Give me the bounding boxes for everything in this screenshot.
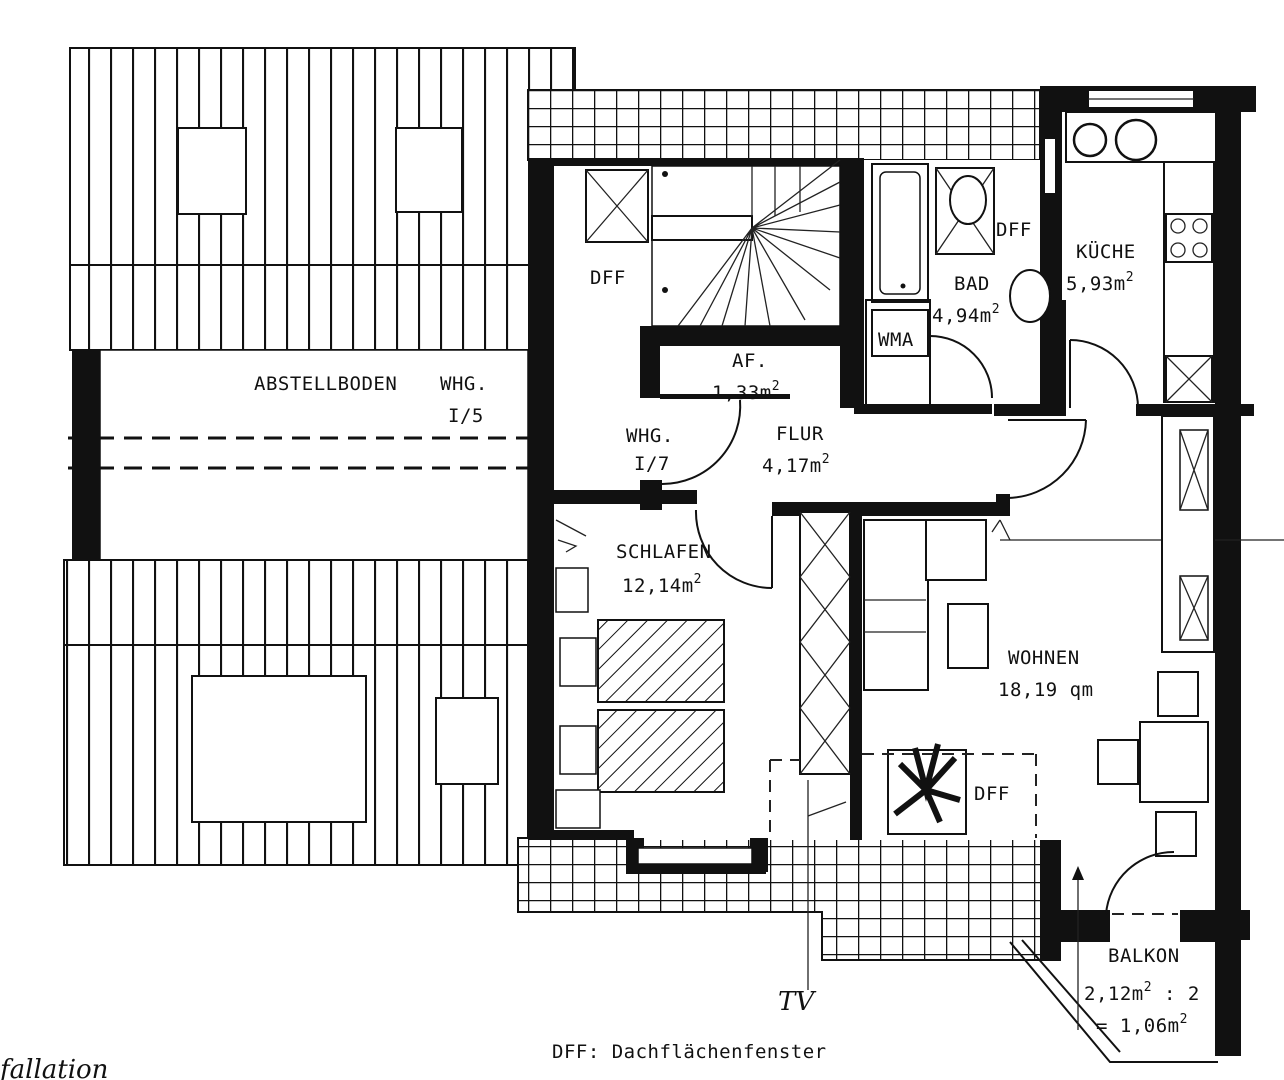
roof-window-top-right bbox=[395, 127, 463, 213]
label-schlafen-area: 12,14m2 bbox=[622, 572, 702, 597]
bed-upper bbox=[597, 619, 725, 703]
label-whg-mid-number: I/7 bbox=[634, 453, 670, 475]
toilet bbox=[949, 175, 987, 225]
sink bbox=[1009, 269, 1051, 323]
label-dff-stairs: DFF bbox=[590, 267, 626, 289]
label-kueche: KÜCHE bbox=[1076, 240, 1136, 263]
label-kueche-area: 5,93m2 bbox=[1066, 270, 1134, 295]
handwritten-note: fallation bbox=[0, 1055, 108, 1080]
sofa bbox=[863, 519, 929, 691]
label-flur: FLUR bbox=[776, 423, 824, 445]
kitchen-fixtures bbox=[1043, 111, 1217, 409]
roof-storage-area bbox=[63, 47, 576, 866]
label-whg-left: WHG. bbox=[440, 373, 488, 395]
label-dff-wohnen: DFF bbox=[974, 783, 1010, 805]
label-abstellboden: ABSTELLBODEN bbox=[254, 373, 397, 395]
washing-machine bbox=[871, 309, 929, 357]
label-wohnen-area: 18,19 qm bbox=[998, 679, 1094, 701]
door-apartment bbox=[661, 399, 742, 486]
wardrobe bbox=[799, 511, 851, 775]
label-bad: BAD bbox=[954, 273, 990, 295]
staircase bbox=[585, 159, 841, 327]
label-whg-left-number: I/5 bbox=[448, 405, 484, 427]
living-room-furniture bbox=[862, 415, 1215, 915]
stove bbox=[1165, 213, 1213, 263]
label-af: AF. bbox=[732, 350, 768, 372]
label-balkon-area-half: = 1,06m2 bbox=[1096, 1012, 1188, 1037]
roof-window-bottom-left bbox=[191, 675, 367, 823]
label-af-area: 1,33m2 bbox=[712, 379, 780, 404]
label-balkon-area: 2,12m2 : 2 bbox=[1084, 980, 1200, 1005]
label-wohnen: WOHNEN bbox=[1008, 647, 1080, 669]
bed-lower bbox=[597, 709, 725, 793]
label-schlafen: SCHLAFEN bbox=[616, 541, 712, 563]
label-flur-area: 4,17m2 bbox=[762, 452, 830, 477]
roof-edge-bottom bbox=[517, 837, 1061, 961]
label-dff-bad: DFF bbox=[996, 219, 1032, 241]
legend-dff: DFF: Dachflächenfenster bbox=[552, 1041, 827, 1063]
coffee-table bbox=[947, 603, 989, 669]
label-wma: WMA bbox=[878, 329, 914, 351]
balcony bbox=[1009, 866, 1218, 1063]
roof-window-top-left bbox=[177, 127, 247, 215]
bathroom-fixtures bbox=[865, 163, 1051, 407]
label-bad-area: 4,94m2 bbox=[932, 302, 1000, 327]
roof-window-bottom-right bbox=[435, 697, 499, 785]
bedroom-furniture bbox=[555, 509, 851, 840]
label-whg-mid: WHG. bbox=[626, 425, 674, 447]
label-balkon: BALKON bbox=[1108, 945, 1180, 967]
kitchen-sink bbox=[1072, 122, 1108, 158]
handwritten-tv: TV bbox=[778, 987, 816, 1017]
roof-edge-top bbox=[527, 89, 1041, 161]
dining-table bbox=[1139, 721, 1209, 803]
